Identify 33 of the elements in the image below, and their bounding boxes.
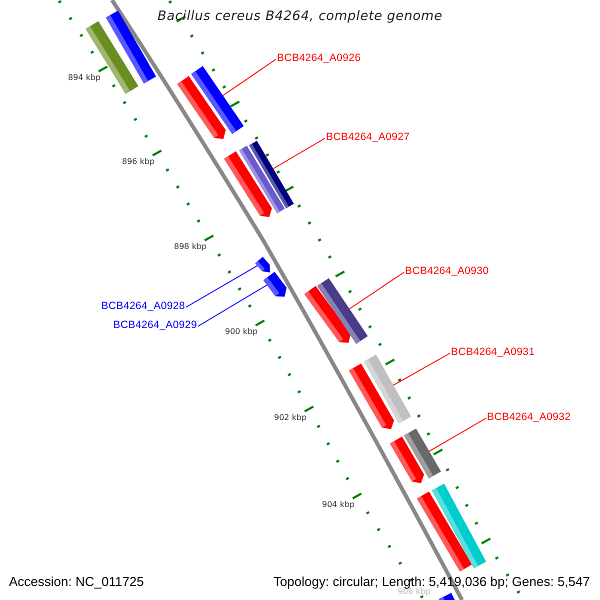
diagram-title: Bacillus cereus B4264, complete genome — [156, 10, 444, 23]
gene-feature — [191, 66, 244, 134]
genome-info-text: Topology: circular; Length: 5,419,036 bp; Genes: 5,547 — [273, 575, 590, 588]
gene-feature — [249, 140, 294, 208]
leader-line — [186, 265, 258, 308]
scale-label: 894 kbp — [68, 74, 101, 82]
scale-label: 904 kbp — [322, 501, 355, 509]
gene-label: BCB4264_A0928 — [101, 301, 185, 312]
gene-feature — [404, 428, 442, 479]
gene-label: BCB4264_A0927 — [326, 132, 410, 142]
scale-label: 898 kbp — [174, 243, 207, 251]
leader-line — [428, 418, 486, 452]
gene-feature — [364, 354, 412, 424]
gene-label: BCB4264_A0930 — [405, 266, 489, 276]
gene-label: BCB4264_A0931 — [451, 347, 535, 358]
gene-feature — [106, 10, 156, 84]
leader-line — [349, 272, 404, 310]
leader-line — [272, 138, 326, 170]
gene-feature — [255, 256, 270, 273]
leader-line — [222, 58, 276, 96]
gene-label: BCB4264_A0926 — [277, 53, 361, 64]
scale-label: 900 kbp — [225, 328, 258, 336]
gene-feature — [263, 272, 287, 297]
gene-label: BCB4264_A0929 — [113, 320, 197, 330]
gene-feature — [317, 278, 368, 344]
scale-label: 896 kbp — [122, 158, 155, 166]
scale-label: 906 kbp — [398, 588, 431, 596]
accession-text: Accession: NC_011725 — [9, 575, 144, 588]
leader-line — [198, 284, 268, 327]
leader-line — [392, 352, 450, 386]
gene-feature — [432, 484, 486, 568]
scale-label: 902 kbp — [274, 414, 307, 422]
gene-label: BCB4264_A0932 — [487, 412, 571, 422]
